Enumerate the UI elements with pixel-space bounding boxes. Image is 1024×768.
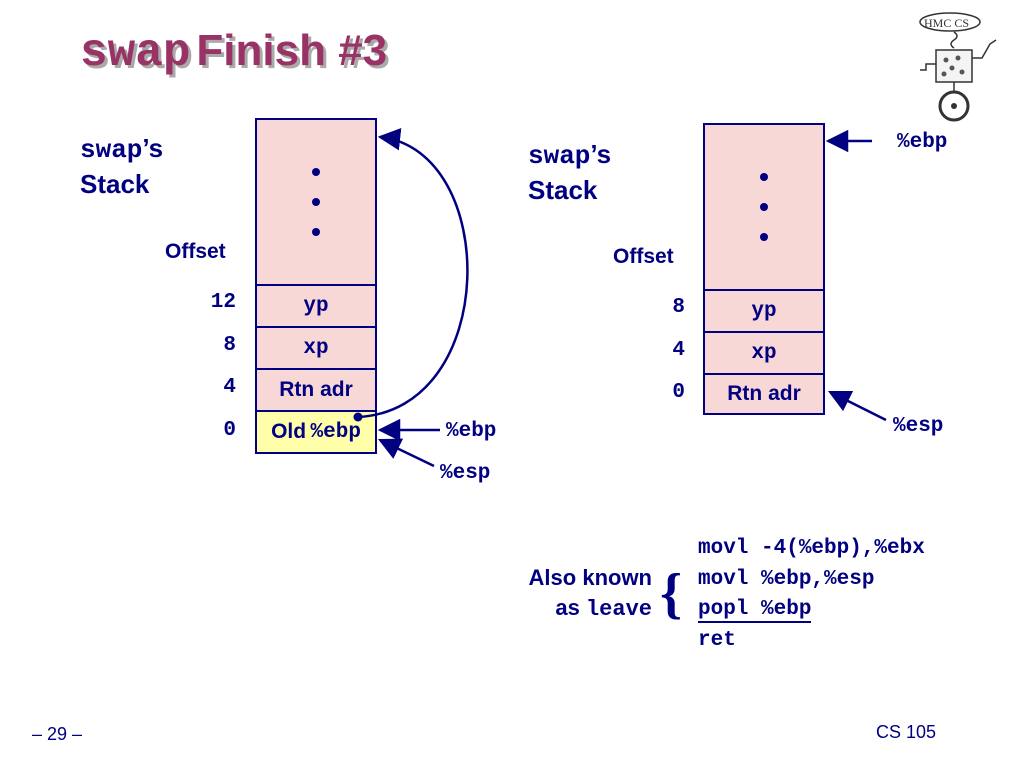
- left-cell-yp: yp: [257, 284, 375, 326]
- left-caption-suffix: ’s: [142, 133, 164, 163]
- aka-line2-prefix: as: [555, 595, 580, 620]
- left-stack-upper-region: [257, 120, 375, 284]
- right-cell-yp-label: yp: [751, 299, 777, 323]
- left-offset-12: 12: [210, 291, 236, 314]
- left-brace-icon: {: [660, 563, 683, 625]
- hmc-cs-logo: HMC CS: [910, 8, 1000, 124]
- left-cell-yp-label: yp: [303, 294, 329, 318]
- aka-leave: leave: [585, 597, 652, 622]
- left-offset-8: 8: [223, 334, 236, 357]
- title-code-word: swap: [80, 27, 191, 79]
- ellipsis-icon: [312, 157, 320, 247]
- left-cell-xp-label: xp: [303, 336, 329, 360]
- right-offset-4: 4: [672, 339, 685, 362]
- right-caption-suffix: ’s: [590, 139, 612, 169]
- logo-robot-icon: HMC CS: [919, 12, 997, 122]
- code-block: movl -4(%ebp),%ebx movl %ebp,%esp popl %…: [698, 534, 925, 656]
- aka-line1: Also known: [528, 565, 652, 590]
- left-ebp-label: %ebp: [446, 420, 497, 443]
- right-offset-0: 0: [672, 381, 685, 404]
- ellipsis-icon: [760, 162, 768, 252]
- left-cell-rtn-adr: Rtn adr: [257, 368, 375, 410]
- left-cell-rtn-label: Rtn adr: [279, 378, 353, 401]
- right-stack: yp xp Rtn adr: [703, 123, 825, 415]
- left-caption-stack: Stack: [80, 169, 150, 199]
- left-caption-func: swap: [80, 135, 143, 165]
- code-line: ret: [698, 628, 736, 652]
- page-number: – 29 –: [32, 724, 83, 744]
- right-cell-yp: yp: [705, 289, 823, 331]
- right-cell-rtn-adr: Rtn adr: [705, 373, 823, 413]
- right-offset-8: 8: [672, 296, 685, 319]
- right-stack-caption: swap’s Stack: [528, 137, 611, 207]
- left-offset-4: 4: [223, 376, 236, 399]
- right-cell-xp: xp: [705, 331, 823, 373]
- left-cell-old-ebp: Old %ebp: [257, 410, 375, 452]
- left-stack: yp xp Rtn adr Old %ebp: [255, 118, 377, 454]
- left-stack-caption: swap’s Stack: [80, 131, 163, 201]
- left-offset-0: 0: [223, 419, 236, 442]
- code-line: movl %ebp,%esp: [698, 567, 875, 591]
- code-line: movl -4(%ebp),%ebx: [698, 537, 925, 560]
- left-offset-header: Offset: [165, 240, 226, 263]
- right-cell-xp-label: xp: [751, 341, 777, 365]
- right-offset-header: Offset: [613, 245, 674, 268]
- left-esp-label: %esp: [440, 462, 491, 485]
- title-text: Finish #3: [196, 26, 388, 75]
- left-cell-old-reg: %ebp: [310, 420, 361, 444]
- right-esp-arrow: [827, 390, 887, 422]
- also-known-as-label: Also known as leave: [492, 563, 652, 625]
- logo-text: HMC CS: [924, 16, 969, 30]
- course-label: CS 105: [876, 722, 937, 742]
- right-caption-func: swap: [528, 141, 591, 171]
- code-line: popl %ebp: [698, 598, 812, 623]
- right-ebp-label: %ebp: [897, 131, 948, 154]
- left-esp-arrow: [377, 438, 435, 468]
- right-esp-label: %esp: [893, 415, 944, 438]
- left-cell-old-prefix: Old: [271, 420, 307, 443]
- right-caption-stack: Stack: [528, 175, 598, 205]
- left-cell-xp: xp: [257, 326, 375, 368]
- right-cell-rtn-label: Rtn adr: [727, 382, 801, 405]
- right-stack-upper-region: [705, 125, 823, 289]
